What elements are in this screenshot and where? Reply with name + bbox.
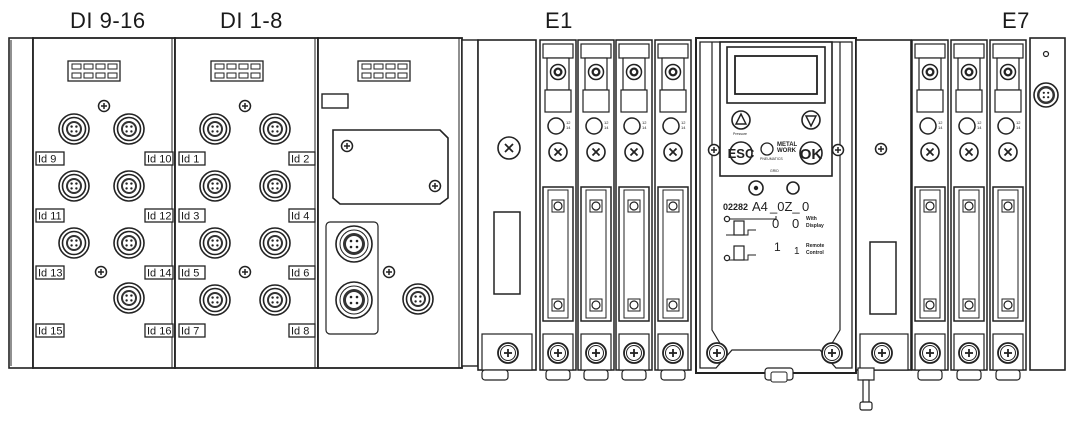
- id-tag-id16: Id 16: [144, 323, 174, 338]
- valve-intermediate-module: [855, 39, 912, 411]
- left-end-plate: [8, 37, 34, 369]
- opt-remote-label-2: Control: [806, 250, 824, 256]
- valve-1: [539, 39, 577, 381]
- id-tag-label: Id 3: [181, 211, 199, 223]
- id-tag-id11: Id 11: [35, 208, 65, 223]
- id-tag-label: Id 12: [147, 211, 171, 223]
- brand-line-1: METAL: [777, 142, 798, 148]
- valve-5: [911, 39, 949, 381]
- opt-with-display-value-left: 0: [772, 216, 779, 231]
- id-tag-id15: Id 15: [35, 323, 65, 338]
- esc-button-label: ESC: [728, 146, 755, 161]
- id-tag-label: Id 6: [291, 268, 309, 280]
- id-tag-label: Id 1: [181, 154, 199, 166]
- ok-button-label: OK: [800, 146, 823, 163]
- valve-2: [577, 39, 615, 381]
- opt-with-display-value-right: 0: [792, 216, 799, 231]
- code-mid: _0Z_: [769, 199, 800, 214]
- header-e7: E7: [1002, 8, 1030, 33]
- id-tag-id6: Id 6: [288, 265, 316, 280]
- opt-with-display-label-1: With: [806, 216, 817, 222]
- code-prefix: 02282: [723, 202, 748, 212]
- module-di-9-16: [32, 37, 176, 369]
- id-tag-id9: Id 9: [35, 151, 65, 166]
- header-di-9-16: DI 9-16: [70, 8, 146, 33]
- header-di-1-8: DI 1-8: [220, 8, 283, 33]
- id-tag-label: Id 7: [181, 326, 199, 338]
- id-tag-label: Id 14: [147, 268, 171, 280]
- right-end-plate: [1029, 37, 1066, 371]
- opt-remote-value-left: 1: [774, 240, 781, 254]
- id-tag-id1: Id 1: [178, 151, 206, 166]
- brand-line-3: PNEUMATICS: [760, 157, 783, 161]
- opt-with-display-label-2: Display: [806, 223, 824, 229]
- id-tag-id2: Id 2: [288, 151, 316, 166]
- opt-remote-value-right: 1: [794, 246, 800, 257]
- id-tag-id4: Id 4: [288, 208, 316, 223]
- display-module: ESC OK METAL WORK PNEUMATICS Pressure GR…: [695, 37, 857, 383]
- pressure-label: Pressure: [733, 132, 747, 136]
- id-tag-label: Id 13: [38, 268, 62, 280]
- header-e1: E1: [545, 8, 573, 33]
- code-main: A4: [752, 199, 768, 214]
- opt-remote-label-1: Remote: [806, 243, 825, 249]
- module-di-1-8: [174, 37, 319, 369]
- valve-4: [654, 39, 692, 381]
- id-tag-id7: Id 7: [178, 323, 206, 338]
- code-end: 0: [802, 199, 809, 214]
- id-tag-label: Id 5: [181, 268, 199, 280]
- valve-7: [989, 39, 1027, 381]
- id-label-tags: Id 9 Id 10 Id 11 Id 12 Id 13 Id 14 Id 15 Id 16 I…: [35, 151, 316, 338]
- id-tag-id12: Id 12: [144, 208, 174, 223]
- brand-line-2: WORK: [777, 148, 797, 154]
- id-tag-id13: Id 13: [35, 265, 65, 280]
- module-bus-node: [317, 37, 463, 369]
- id-tag-label: Id 16: [147, 326, 171, 338]
- valve-6: [950, 39, 988, 381]
- valve-3: [615, 39, 653, 381]
- valve-inlet-module: [461, 39, 537, 381]
- id-tag-label: Id 2: [291, 154, 309, 166]
- id-tag-id8: Id 8: [288, 323, 316, 338]
- id-tag-label: Id 11: [38, 211, 62, 223]
- id-tag-label: Id 10: [147, 154, 171, 166]
- grid-label: GRID: [770, 169, 779, 173]
- id-tag-label: Id 8: [291, 326, 309, 338]
- id-tag-label: Id 15: [38, 326, 62, 338]
- id-tag-label: Id 9: [38, 154, 56, 166]
- id-tag-label: Id 4: [291, 211, 309, 223]
- id-tag-id10: Id 10: [144, 151, 174, 166]
- id-tag-id14: Id 14: [144, 265, 174, 280]
- id-tag-id3: Id 3: [178, 208, 206, 223]
- id-tag-id5: Id 5: [178, 265, 206, 280]
